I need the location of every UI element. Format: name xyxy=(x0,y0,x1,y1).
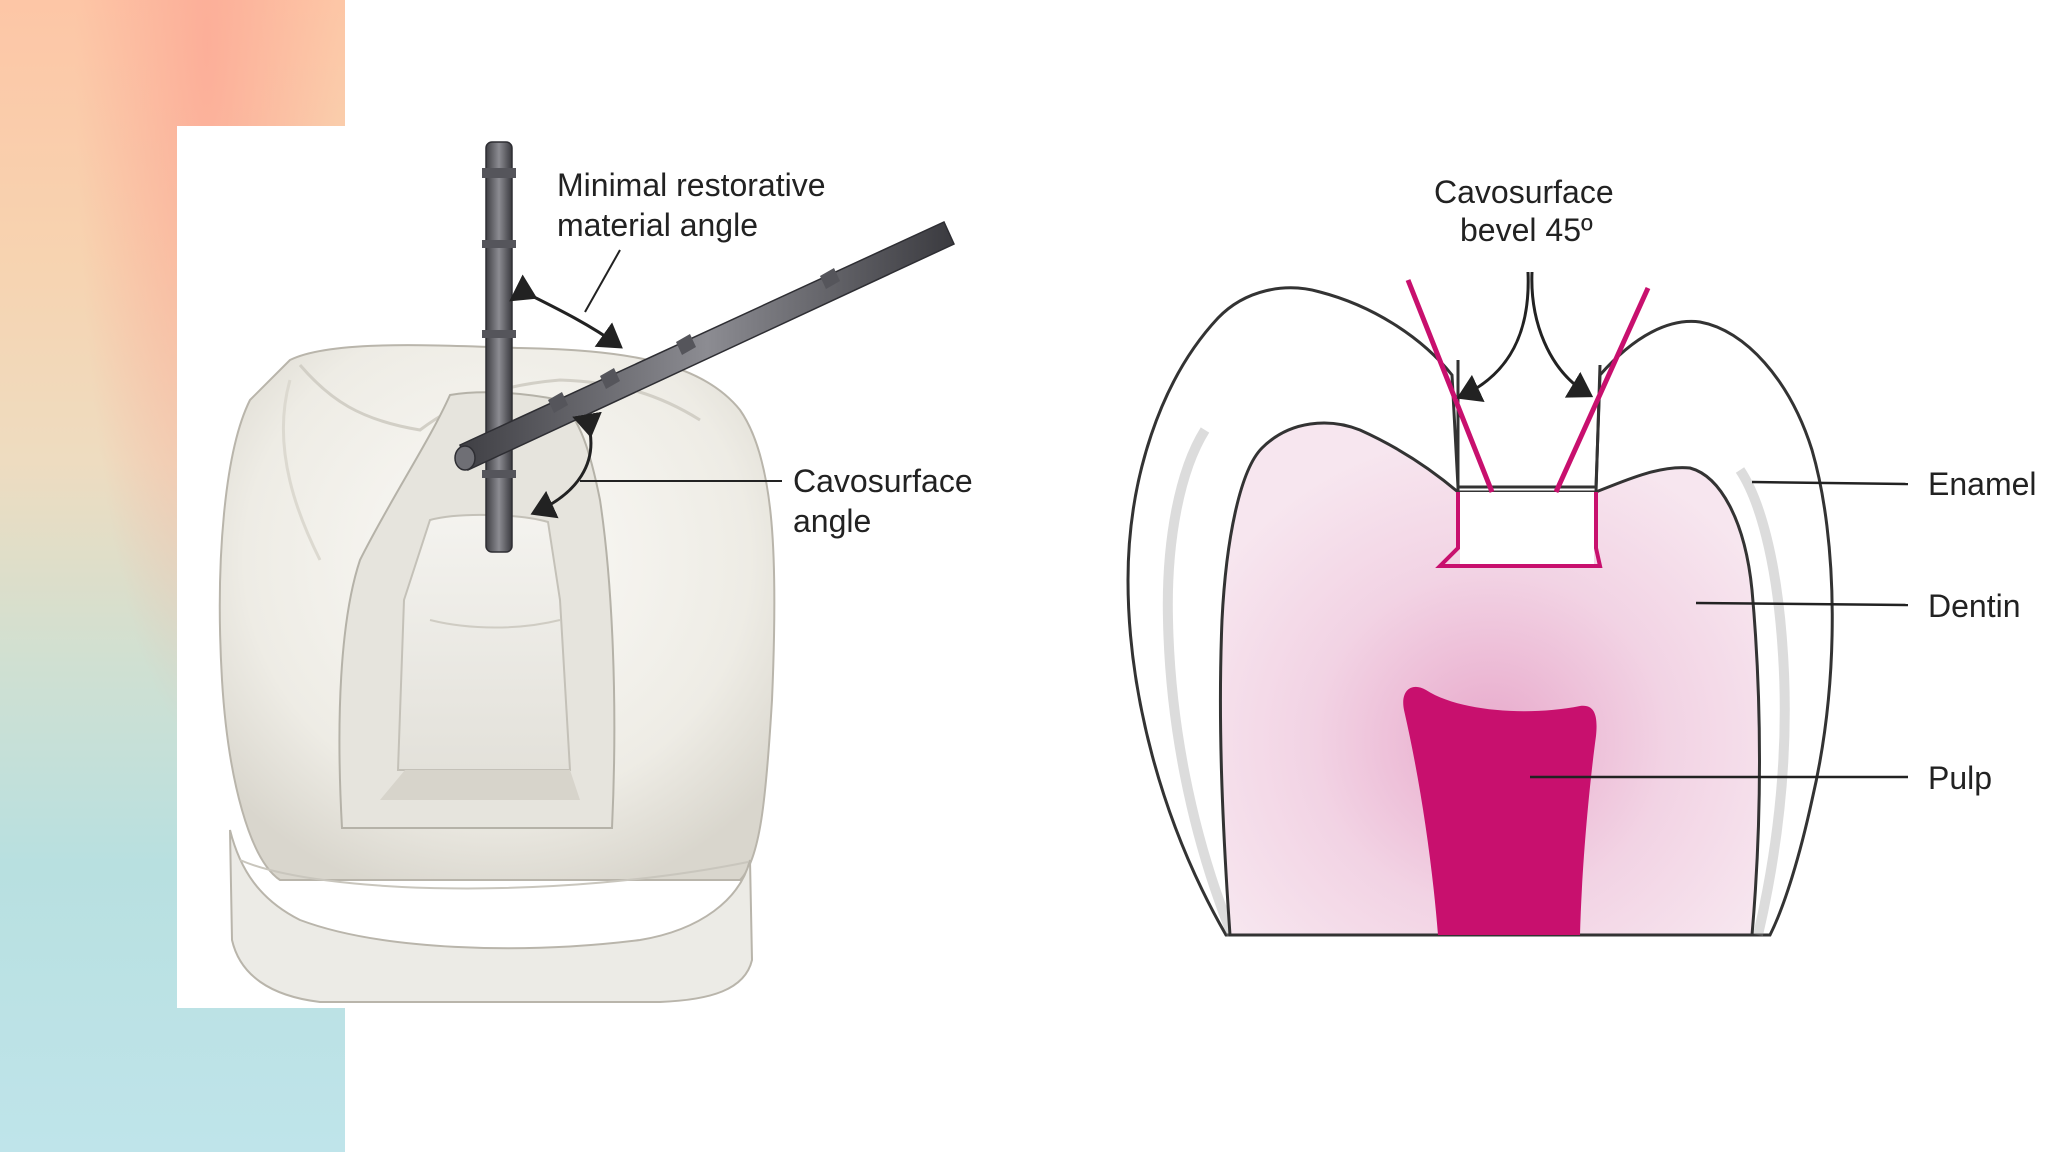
label-pulp: Pulp xyxy=(1928,760,1993,796)
label-cavosurface-angle-line1: Cavosurface xyxy=(793,463,973,499)
label-enamel: Enamel xyxy=(1928,466,2037,502)
dentin-leader xyxy=(1695,601,1909,607)
angled-bur xyxy=(454,221,955,472)
tooth-cross-section xyxy=(1126,279,1834,937)
label-dentin: Dentin xyxy=(1928,588,2021,624)
bevel-arrow-left xyxy=(1456,271,1530,403)
enamel-leader xyxy=(1751,480,1909,486)
dentin-layer xyxy=(1218,421,1761,937)
right-bevel-line xyxy=(1553,286,1651,494)
label-minimal-angle-line1: Minimal restorative xyxy=(557,167,826,203)
minimal-angle-arc-arrow xyxy=(509,274,623,349)
vertical-bur xyxy=(482,141,516,553)
minimal-angle-leader xyxy=(584,249,621,313)
prepared-cavity-outline xyxy=(1435,492,1603,568)
bevel-arrow-right xyxy=(1530,271,1594,398)
cavosurface-angle-arc-arrow xyxy=(530,411,602,519)
pulp-chamber xyxy=(1403,686,1597,935)
label-minimal-angle-line2: material angle xyxy=(557,207,758,243)
prepared-tooth-illustration xyxy=(218,344,776,1003)
cavity-floor xyxy=(396,513,572,771)
tooth-cervical-band xyxy=(229,829,754,1003)
label-bevel-line1: Cavosurface xyxy=(1434,174,1614,210)
label-bevel-line2: bevel 45º xyxy=(1460,212,1593,248)
label-cavosurface-angle-line2: angle xyxy=(793,503,872,539)
left-bevel-line xyxy=(1405,279,1495,493)
